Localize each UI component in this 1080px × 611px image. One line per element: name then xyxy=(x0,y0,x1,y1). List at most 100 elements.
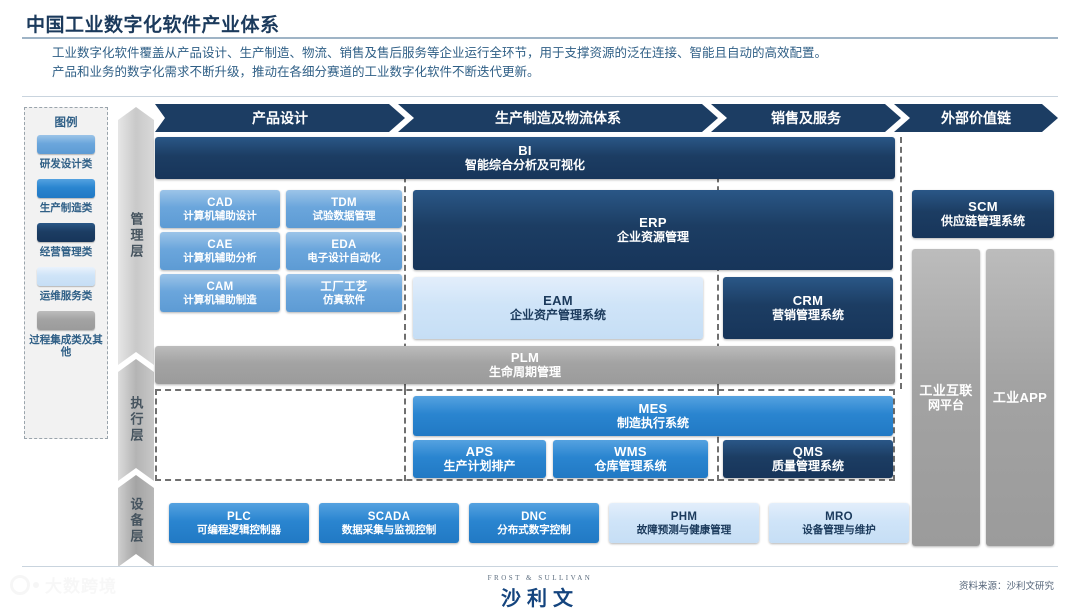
box-aps-key: APS xyxy=(465,444,494,459)
box-mro-name: 设备管理与维护 xyxy=(802,524,876,536)
box-cae-name: 计算机辅助分析 xyxy=(183,252,257,264)
box-mes-name: 制造执行系统 xyxy=(616,416,689,430)
box-industrial-app-key: 工业APP xyxy=(992,389,1048,405)
layer-equipment-label: 设备层 xyxy=(128,497,144,545)
box-bi[interactable]: BI 智能综合分析及可视化 xyxy=(155,137,895,179)
box-scada[interactable]: SCADA 数据采集与监视控制 xyxy=(319,503,459,543)
column-separator-exec-1 xyxy=(404,389,406,481)
box-qms[interactable]: QMS 质量管理系统 xyxy=(723,440,893,478)
box-tdm-key: TDM xyxy=(331,197,357,209)
box-erp-key: ERP xyxy=(639,215,667,230)
box-cae-key: CAE xyxy=(207,239,233,251)
box-qms-name: 质量管理系统 xyxy=(771,459,844,473)
box-cae[interactable]: CAE 计算机辅助分析 xyxy=(160,232,280,270)
box-industrial-internet-platform-key: 工业互联 xyxy=(919,382,973,398)
box-eam-name: 企业资产管理系统 xyxy=(509,308,606,322)
layer-axis: 管理层 执行层 设备层 xyxy=(118,107,154,562)
box-phm[interactable]: PHM 故障预测与健康管理 xyxy=(609,503,759,543)
column-separator-3 xyxy=(900,137,902,389)
box-scm-key: SCM xyxy=(968,199,998,214)
box-dnc-name: 分布式数字控制 xyxy=(497,524,571,536)
header-divider xyxy=(22,96,1058,97)
box-dnc-key: DNC xyxy=(521,511,547,523)
layer-management: 管理层 xyxy=(118,107,154,365)
page-subtitle: 工业数字化软件覆盖从产品设计、生产制造、物流、销售及售后服务等企业运行全环节，用… xyxy=(52,44,1062,82)
layer-management-label: 管理层 xyxy=(128,212,144,260)
box-crm-name: 营销管理系统 xyxy=(771,308,844,322)
box-cam[interactable]: CAM 计算机辅助制造 xyxy=(160,274,280,312)
box-scm[interactable]: SCM 供应链管理系统 xyxy=(912,190,1054,238)
legend-panel: 图例 研发设计类 生产制造类 经营管理类 运维服务类 过程集成类及其他 xyxy=(24,107,108,439)
box-wms[interactable]: WMS 仓库管理系统 xyxy=(553,440,708,478)
box-mro-key: MRO xyxy=(825,511,853,523)
layer-execution: 执行层 xyxy=(118,359,154,481)
box-erp[interactable]: ERP 企业资源管理 xyxy=(413,190,893,270)
box-cam-key: CAM xyxy=(206,281,234,293)
subtitle-line-2: 产品和业务的数字化需求不断升级，推动在各细分赛道的工业数字化软件不断迭代更新。 xyxy=(52,65,540,79)
layer-execution-label: 执行层 xyxy=(128,396,144,444)
legend-label-operations: 运维服务类 xyxy=(39,290,93,302)
box-cad-key: CAD xyxy=(207,197,233,209)
box-plc-key: PLC xyxy=(227,511,251,523)
execution-layer-frame xyxy=(155,389,895,481)
column-header-external-value-chain: 外部价值链 xyxy=(894,104,1058,132)
box-plc[interactable]: PLC 可编程逻辑控制器 xyxy=(169,503,309,543)
box-wms-name: 仓库管理系统 xyxy=(594,459,667,473)
box-industrial-internet-platform-name: 网平台 xyxy=(927,397,964,412)
box-plm-name: 生命周期管理 xyxy=(488,365,561,379)
box-qms-key: QMS xyxy=(792,444,824,459)
box-eda-name: 电子设计自动化 xyxy=(307,252,381,264)
legend-label-management: 经营管理类 xyxy=(39,246,93,258)
column-header-manufacturing-logistics: 生产制造及物流体系 xyxy=(398,104,718,132)
box-eda[interactable]: EDA 电子设计自动化 xyxy=(286,232,402,270)
box-phm-name: 故障预测与健康管理 xyxy=(636,524,732,536)
brand-logo: FROST & SULLIVAN 沙利文 xyxy=(0,574,1080,611)
box-industrial-internet-platform[interactable]: 工业互联 网平台 xyxy=(912,249,980,546)
box-erp-name: 企业资源管理 xyxy=(616,230,689,244)
box-mes-key: MES xyxy=(638,401,668,416)
box-plm[interactable]: PLM 生命周期管理 xyxy=(155,346,895,384)
watermark-dot-icon xyxy=(33,581,39,588)
box-aps-name: 生产计划排产 xyxy=(443,459,516,473)
legend-label-manufacturing: 生产制造类 xyxy=(39,202,93,214)
watermark-logo: 大数跨境 xyxy=(10,572,117,597)
footer-divider xyxy=(22,566,1058,567)
legend-title: 图例 xyxy=(54,117,78,129)
page-title: 中国工业数字化软件产业体系 xyxy=(26,15,280,36)
column-header-product-design: 产品设计 xyxy=(155,104,405,132)
legend-swatch-operations xyxy=(37,267,95,286)
box-mro[interactable]: MRO 设备管理与维护 xyxy=(769,503,909,543)
subtitle-line-1: 工业数字化软件覆盖从产品设计、生产制造、物流、销售及售后服务等企业运行全环节，用… xyxy=(52,46,828,60)
watermark-text: 大数跨境 xyxy=(45,577,117,596)
box-tdm[interactable]: TDM 试验数据管理 xyxy=(286,190,402,228)
box-eam[interactable]: EAM 企业资产管理系统 xyxy=(413,277,703,339)
box-dnc[interactable]: DNC 分布式数字控制 xyxy=(469,503,599,543)
column-header-product-design-label: 产品设计 xyxy=(252,110,308,126)
box-plc-name: 可编程逻辑控制器 xyxy=(197,524,281,536)
box-scada-name: 数据采集与监视控制 xyxy=(341,524,437,536)
watermark-ring-icon xyxy=(10,574,30,595)
box-crm[interactable]: CRM 营销管理系统 xyxy=(723,277,893,339)
legend-label-design: 研发设计类 xyxy=(39,158,93,170)
column-header-manufacturing-logistics-label: 生产制造及物流体系 xyxy=(495,110,621,126)
box-factory-process-simulation-key: 工厂工艺 xyxy=(320,281,368,293)
box-mes[interactable]: MES 制造执行系统 xyxy=(413,396,893,436)
column-header-external-value-chain-label: 外部价值链 xyxy=(941,110,1011,126)
box-wms-key: WMS xyxy=(614,444,647,459)
box-eam-key: EAM xyxy=(543,293,573,308)
box-cam-name: 计算机辅助制造 xyxy=(183,294,257,306)
column-separator-1 xyxy=(404,137,406,389)
box-tdm-name: 试验数据管理 xyxy=(312,210,376,222)
box-cad-name: 计算机辅助设计 xyxy=(183,210,257,222)
title-divider xyxy=(22,37,1058,39)
brand-name-cn: 沙利文 xyxy=(501,588,579,610)
box-bi-name: 智能综合分析及可视化 xyxy=(464,158,585,172)
box-industrial-app[interactable]: 工业APP xyxy=(986,249,1054,546)
box-scm-name: 供应链管理系统 xyxy=(940,214,1025,228)
box-factory-process-simulation[interactable]: 工厂工艺 仿真软件 xyxy=(286,274,402,312)
source-note: 资料来源：沙利文研究 xyxy=(958,581,1054,592)
box-cad[interactable]: CAD 计算机辅助设计 xyxy=(160,190,280,228)
box-bi-key: BI xyxy=(518,143,532,158)
box-aps[interactable]: APS 生产计划排产 xyxy=(413,440,546,478)
